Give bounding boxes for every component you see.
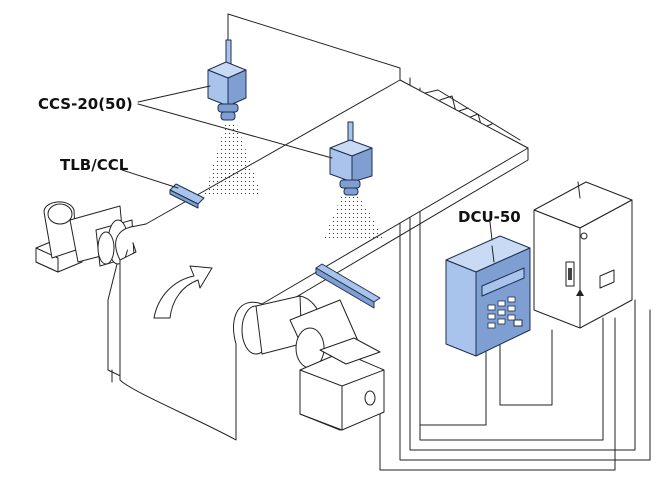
control-cabinet <box>533 181 633 329</box>
controller-unit <box>445 235 531 357</box>
controller-label: DCU-50 <box>458 208 521 226</box>
label-leaders <box>121 85 493 241</box>
drive-roller-motor <box>241 295 385 431</box>
camera-beam-lower <box>324 190 384 238</box>
camera-beam-upper <box>204 122 262 196</box>
camera-lower <box>329 121 373 196</box>
light-label: TLB/CCL <box>60 156 129 174</box>
web-sheet <box>115 79 529 441</box>
light-bar-lower <box>315 263 381 309</box>
camera-upper <box>207 39 247 121</box>
cable-lines <box>227 13 651 471</box>
camera-label: CCS-20(50) <box>38 95 133 113</box>
web-direction-arrow-icon <box>153 265 213 319</box>
light-bar-upper <box>169 183 205 209</box>
